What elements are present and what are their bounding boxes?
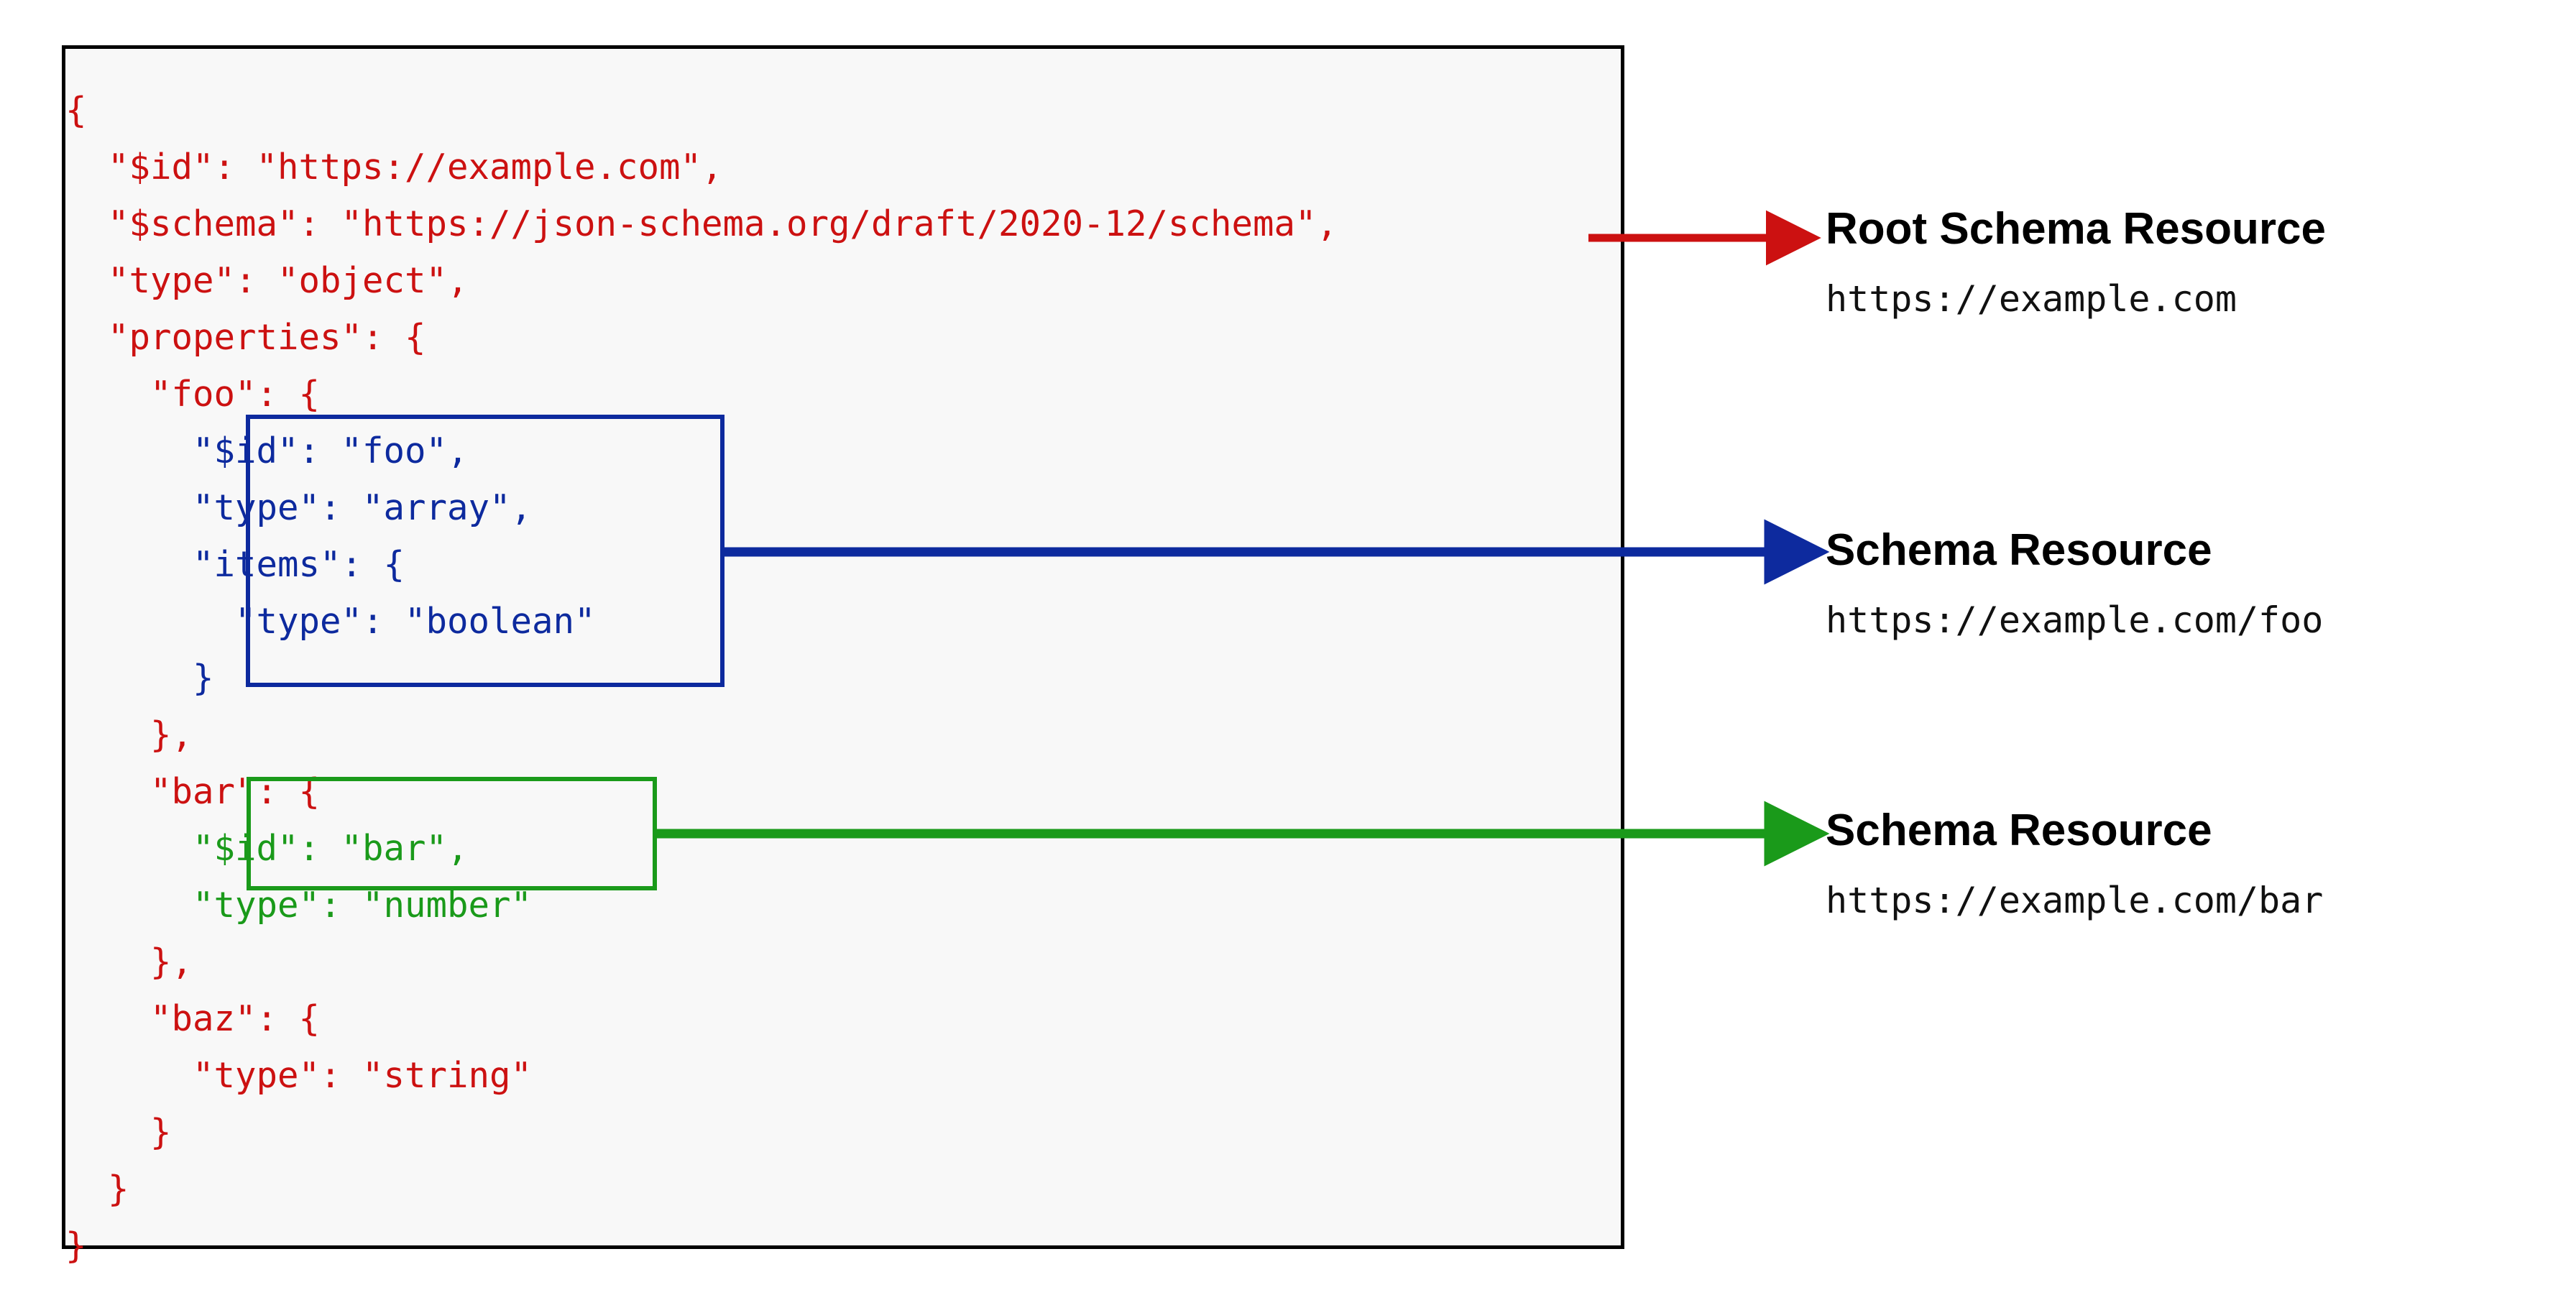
code-line-5: "foo": { [65, 374, 321, 415]
code-line-7: "type": "array", [65, 487, 533, 528]
code-line-9: "type": "boolean" [65, 601, 596, 642]
code-line-16: "baz": { [65, 998, 321, 1039]
code-line-19: } [65, 1169, 129, 1209]
label-url-bar: https://example.com/bar [1826, 880, 2324, 921]
highlight-box-bar-subschema [247, 777, 657, 890]
json-code-panel: { "$id": "https://example.com", "$schema… [62, 45, 1624, 1266]
label-url-foo: https://example.com/foo [1826, 599, 2324, 641]
code-line-18: } [65, 1112, 172, 1153]
code-line-13: "$id": "bar", [65, 828, 469, 869]
code-line-11: }, [65, 714, 193, 755]
code-line-14: "type": "number" [65, 885, 533, 926]
label-group-root-schema-resource: Root Schema Resource https://example.com [1826, 203, 2326, 321]
label-url-root: https://example.com [1826, 278, 2237, 320]
code-line-17: "type": "string" [65, 1055, 533, 1096]
code-line-10: } [65, 658, 214, 699]
code-line-1: "$id": "https://example.com", [65, 147, 723, 188]
label-group-foo-schema-resource: Schema Resource https://example.com/foo [1826, 525, 2323, 642]
label-title-root: Root Schema Resource [1826, 204, 2326, 254]
code-line-8: "items": { [65, 544, 405, 585]
highlight-box-foo-subschema [246, 415, 724, 687]
code-line-20: } [65, 1225, 87, 1266]
code-line-0: { [65, 90, 87, 131]
code-line-4: "properties": { [65, 317, 426, 358]
code-line-2: "$schema": "https://json-schema.org/draf… [65, 203, 1338, 244]
code-line-6: "$id": "foo", [65, 430, 469, 471]
label-group-bar-schema-resource: Schema Resource https://example.com/bar [1826, 805, 2323, 923]
json-code-block: { "$id": "https://example.com", "$schema… [65, 49, 1621, 1266]
label-title-foo: Schema Resource [1826, 525, 2212, 575]
code-line-15: }, [65, 941, 193, 982]
code-line-3: "type": "object", [65, 260, 469, 301]
label-title-bar: Schema Resource [1826, 806, 2212, 855]
